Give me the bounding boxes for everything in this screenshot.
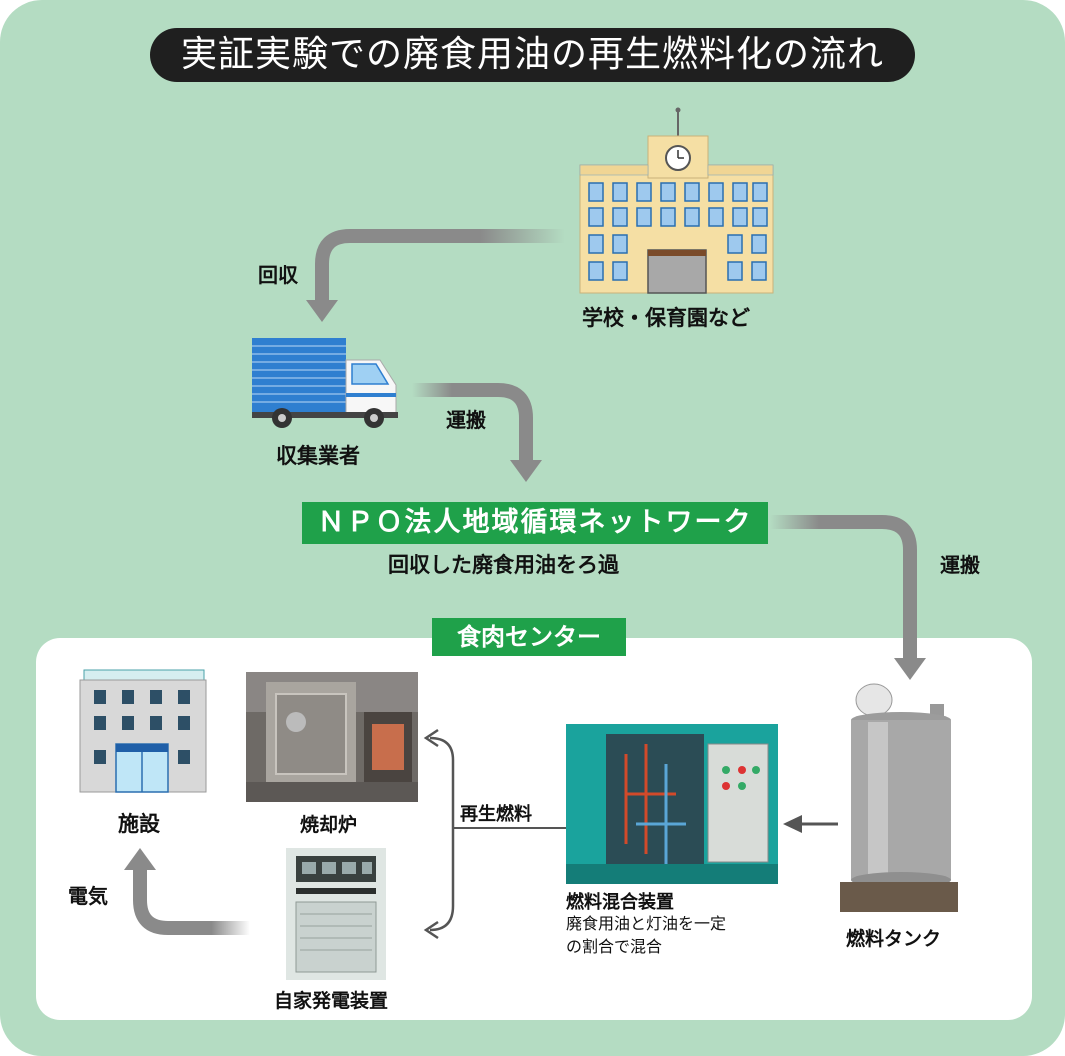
electricity-label: 電気 <box>68 884 108 908</box>
facility-label: 施設 <box>118 812 160 836</box>
arrow-recycled-fuel <box>429 736 455 932</box>
collector-label: 収集業者 <box>276 444 360 468</box>
collect-label: 回収 <box>258 263 298 287</box>
transport2-label: 運搬 <box>940 553 980 577</box>
arrow-electricity-head <box>124 848 156 870</box>
incinerator-photo <box>246 672 418 802</box>
school-label: 学校・保育園など <box>582 306 750 330</box>
mixer-description-2: の割合で混合 <box>566 937 663 956</box>
tank-photo <box>838 682 960 918</box>
mixer-photo <box>566 724 778 884</box>
generator-label: 自家発電装置 <box>274 990 389 1012</box>
npo-box: ＮＰＯ法人地域循環ネットワーク <box>302 502 768 544</box>
tank-label: 燃料タンク <box>846 928 942 950</box>
transport1-label: 運搬 <box>446 408 486 432</box>
arrow-transport2-head <box>894 658 926 680</box>
diagram-title: 実証実験での廃食用油の再生燃料化の流れ <box>150 28 915 82</box>
arrow-transport1 <box>412 383 533 460</box>
generator-photo <box>286 848 386 980</box>
arrow-transport1-head <box>510 460 542 482</box>
meat-center-badge: 食肉センター <box>432 618 626 656</box>
mixer-label: 燃料混合装置 <box>566 892 674 913</box>
mixer-description-1: 廃食用油と灯油を一定 <box>566 914 727 933</box>
arrow-transport2 <box>770 515 917 658</box>
arrow-collect-head <box>306 300 338 322</box>
npo-description: 回収した廃食用油をろ過 <box>388 553 619 577</box>
incinerator-label: 焼却炉 <box>300 814 358 836</box>
arrow-electricity <box>133 870 250 935</box>
recycled-fuel-label: 再生燃料 <box>460 804 532 825</box>
arrow-collect <box>315 229 565 300</box>
